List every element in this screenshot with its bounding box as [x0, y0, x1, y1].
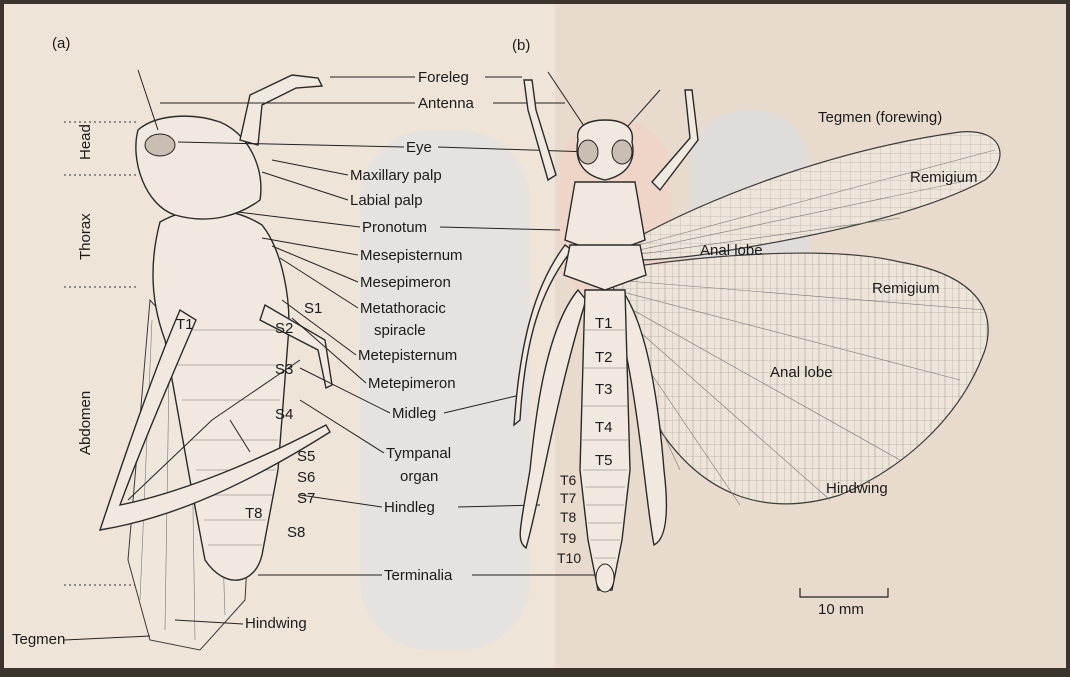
label-metepimeron: Metepimeron [368, 375, 456, 392]
label-remigium-fore: Remigium [910, 169, 978, 186]
scale-bar-label: 10 mm [818, 601, 864, 618]
seg-b-t4: T4 [595, 419, 613, 436]
seg-a-s8: S8 [287, 524, 305, 541]
label-anal-lobe-fore: Anal lobe [700, 242, 763, 259]
label-pronotum: Pronotum [362, 219, 427, 236]
seg-a-t8: T8 [245, 505, 263, 522]
label-hindwing-b: Hindwing [826, 480, 888, 497]
seg-a-s4: S4 [275, 406, 293, 423]
seg-b-t5: T5 [595, 452, 613, 469]
seg-a-s6: S6 [297, 469, 315, 486]
label-eye: Eye [406, 139, 432, 156]
seg-a-t1: T1 [176, 316, 194, 333]
seg-b-t6: T6 [560, 472, 577, 488]
seg-a-s3: S3 [275, 361, 293, 378]
eye-dorsal-left [578, 140, 598, 164]
eye-dorsal-right [612, 140, 632, 164]
terminalia-dorsal [596, 564, 614, 592]
region-head: Head [77, 124, 94, 160]
seg-a-s5: S5 [297, 448, 315, 465]
label-organ: organ [400, 468, 438, 485]
seg-b-t7: T7 [560, 490, 577, 506]
seg-b-t1: T1 [595, 315, 613, 332]
label-hindwing-a: Hindwing [245, 615, 307, 632]
label-anal-lobe-hind: Anal lobe [770, 364, 833, 381]
region-abdomen: Abdomen [77, 391, 94, 455]
label-metepisternum: Metepisternum [358, 347, 457, 364]
seg-b-t3: T3 [595, 381, 613, 398]
panel-b-letter: (b) [512, 37, 530, 54]
compound-eye-lateral [145, 134, 175, 156]
label-remigium-hind: Remigium [872, 280, 940, 297]
label-mesepisternum: Mesepisternum [360, 247, 463, 264]
label-tympanal: Tympanal [386, 445, 451, 462]
label-midleg: Midleg [392, 405, 436, 422]
label-tegmen: Tegmen [12, 631, 65, 648]
label-antenna: Antenna [418, 95, 475, 112]
label-labial-palp: Labial palp [350, 192, 423, 209]
seg-a-s2: S2 [275, 320, 293, 337]
label-hindleg: Hindleg [384, 499, 435, 516]
seg-b-t8: T8 [560, 509, 577, 525]
label-mesepimeron: Mesepimeron [360, 274, 451, 291]
panel-a-letter: (a) [52, 35, 70, 52]
label-maxillary-palp: Maxillary palp [350, 167, 442, 184]
seg-b-t2: T2 [595, 349, 613, 366]
seg-a-s7: S7 [297, 490, 315, 507]
label-terminalia: Terminalia [384, 567, 453, 584]
pronotum-dorsal [565, 182, 645, 255]
region-thorax: Thorax [77, 213, 94, 260]
label-metathoracic: Metathoracic [360, 300, 446, 317]
label-foreleg: Foreleg [418, 69, 469, 86]
label-spiracle: spiracle [374, 322, 426, 339]
seg-b-t9: T9 [560, 530, 577, 546]
label-tegmen-forewing: Tegmen (forewing) [818, 109, 942, 126]
seg-a-s1: S1 [304, 300, 322, 317]
seg-b-t10: T10 [557, 550, 581, 566]
